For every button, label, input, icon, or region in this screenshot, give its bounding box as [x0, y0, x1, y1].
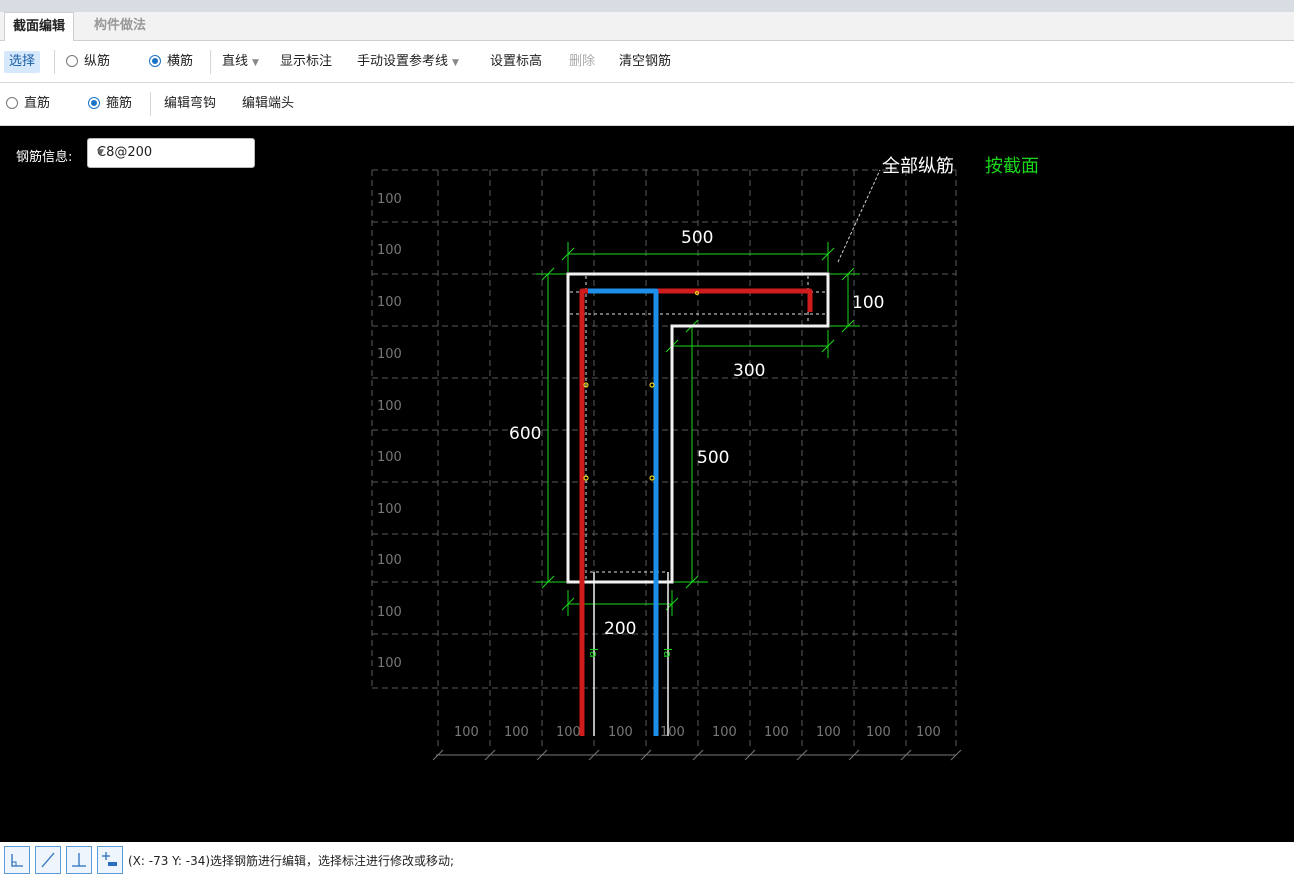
clear-rebar-button[interactable]: 清空钢筋 [619, 54, 672, 69]
radio-stirrup-label: 箍筋 [106, 96, 133, 111]
grid-label: 100 [377, 192, 402, 207]
dim-left-text: 600 [509, 424, 541, 444]
grid-labels-horizontal: 100 100 100 100 100 100 100 100 100 100 [454, 725, 941, 740]
status-bar: (X: -73 Y: -34)选择钢筋进行编辑，选择标注进行修改或移动; [0, 842, 1294, 879]
manual-ref-label: 手动设置参考线 [357, 54, 449, 69]
set-elevation-button[interactable]: 设置标高 [490, 54, 543, 69]
rebar-red[interactable] [579, 288, 813, 736]
grid-label: 100 [377, 553, 402, 568]
grid-label: 100 [916, 725, 941, 740]
la-labels: la la [587, 648, 674, 658]
dim-top-text: 500 [681, 228, 713, 248]
grid-label: 100 [816, 725, 841, 740]
line-mode-label: 直线 [222, 54, 249, 69]
toolbar-primary: 选择 纵筋 横筋 直线▼ 显示标注 手动设置参考线▼ 设置标高 删除 清空钢筋 [0, 41, 1294, 83]
grid-label: 100 [764, 725, 789, 740]
rebar-markers [583, 290, 700, 481]
title-strip [0, 0, 1294, 12]
grid-label: 100 [377, 450, 402, 465]
rebar-blue[interactable] [588, 288, 659, 736]
manual-reference-line-dropdown[interactable]: 手动设置参考线▼ [357, 51, 459, 73]
dim-inner-text: 500 [697, 448, 729, 468]
drawing-canvas[interactable]: 100 100 100 100 100 100 100 100 100 100 … [0, 126, 1294, 842]
corner-icon[interactable] [4, 846, 30, 874]
radio-transverse-label: 横筋 [167, 54, 194, 69]
grid-label: 100 [454, 725, 479, 740]
radio-straight-label: 直筋 [24, 96, 51, 111]
grid-label: 100 [377, 347, 402, 362]
grid-label: 100 [504, 725, 529, 740]
section-drawing[interactable]: 100 100 100 100 100 100 100 100 100 100 … [0, 126, 1294, 842]
status-text: (X: -73 Y: -34)选择钢筋进行编辑，选择标注进行修改或移动; [128, 854, 455, 868]
radio-stirrup[interactable]: 箍筋 [88, 93, 132, 115]
annot-by-section[interactable]: 按截面 [985, 156, 1039, 177]
tab-section-edit[interactable]: 截面编辑 [4, 12, 75, 41]
grid-label: 100 [866, 725, 891, 740]
grid-label: 100 [377, 399, 402, 414]
separator [54, 50, 55, 74]
section-outline[interactable] [566, 272, 830, 584]
perpendicular-icon[interactable] [66, 846, 92, 874]
tab-component-method[interactable]: 构件做法 [94, 18, 147, 33]
radio-icon [6, 97, 18, 109]
grid-label: 100 [377, 502, 402, 517]
show-annotation-button[interactable]: 显示标注 [280, 54, 333, 69]
grid-label: 100 [608, 725, 633, 740]
grid-label: 100 [377, 295, 402, 310]
rebar-info-combo[interactable]: C8@200 ▼ [87, 138, 255, 168]
dim-mid-text: 300 [733, 361, 765, 381]
tab-bar: 截面编辑 构件做法 [0, 12, 1294, 41]
radio-straight[interactable]: 直筋 [6, 93, 50, 115]
radio-longitudinal[interactable]: 纵筋 [66, 51, 110, 73]
radio-checked-icon [88, 97, 100, 109]
grid-label: 100 [377, 243, 402, 258]
grid-lines [371, 169, 957, 750]
chevron-down-icon: ▼ [252, 58, 259, 68]
grid-label: 100 [377, 605, 402, 620]
grid-labels-vertical: 100 100 100 100 100 100 100 100 100 100 [377, 192, 402, 671]
rebar-info-label: 钢筋信息: [16, 150, 73, 165]
edit-hook-button[interactable]: 编辑弯钩 [164, 96, 217, 111]
select-button[interactable]: 选择 [4, 51, 41, 73]
chevron-down-icon: ▼ [452, 58, 459, 68]
radio-transverse[interactable]: 横筋 [149, 51, 193, 73]
anchorage-lines [593, 572, 669, 736]
annot-all-longitudinal[interactable]: 全部纵筋 [882, 156, 954, 177]
radio-longitudinal-label: 纵筋 [84, 54, 111, 69]
grid-label: 100 [556, 725, 581, 740]
toolbar-secondary: 直筋 箍筋 编辑弯钩 编辑端头 [0, 83, 1294, 126]
bottom-ticks [432, 749, 962, 761]
la-label: la [587, 648, 600, 658]
rebar-info-value: C8@200 [97, 145, 153, 160]
diagonal-icon[interactable] [35, 846, 61, 874]
radio-icon [66, 55, 78, 67]
grid-label: 100 [377, 656, 402, 671]
grid-label: 100 [660, 725, 685, 740]
line-mode-dropdown[interactable]: 直线▼ [222, 51, 259, 73]
dim-bottom-text: 200 [604, 619, 636, 639]
grid-label: 100 [712, 725, 737, 740]
leader-line [837, 169, 881, 263]
dim-right-text: 100 [852, 293, 884, 313]
edit-end-button[interactable]: 编辑端头 [242, 96, 295, 111]
separator [210, 50, 211, 74]
la-label: la [661, 648, 674, 658]
dimension-texts: 500 100 300 600 500 200 [509, 228, 884, 639]
radio-checked-icon [149, 55, 161, 67]
add-point-icon[interactable] [97, 846, 123, 874]
chevron-down-icon: ▼ [97, 148, 104, 158]
separator [150, 92, 151, 116]
delete-button[interactable]: 删除 [569, 54, 596, 69]
